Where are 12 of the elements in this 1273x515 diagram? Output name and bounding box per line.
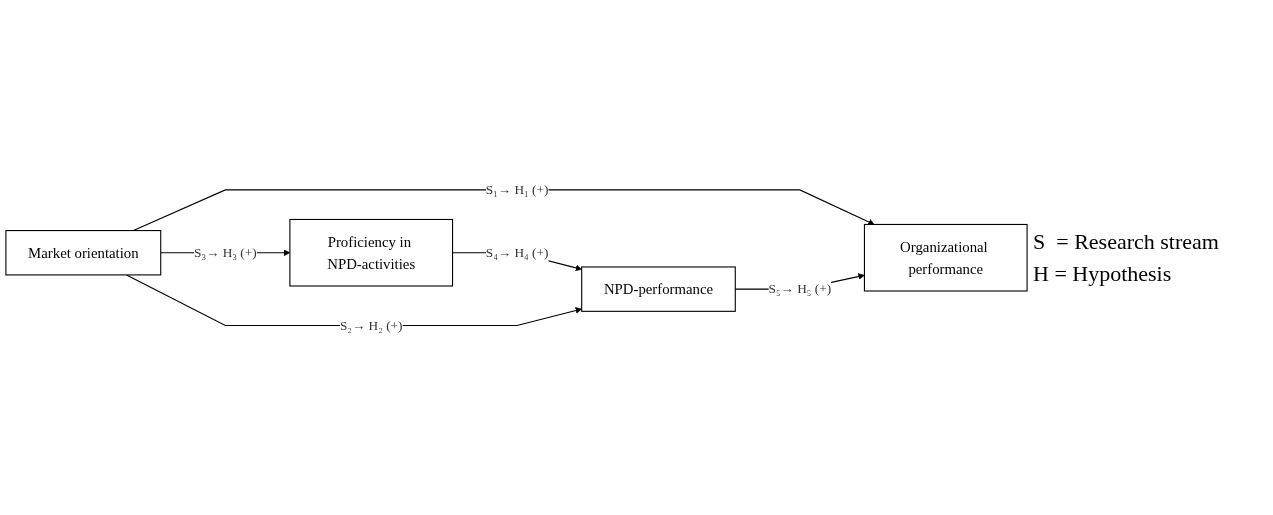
node-box: Proficiency in NPD-activities (289, 218, 454, 287)
legend-note: S = Research stream (1033, 228, 1220, 255)
legend-note: H = Hypothesis (1033, 260, 1173, 287)
node-box: NPD-performance (581, 266, 736, 312)
edge-label: S₄→ H₄ (+) (485, 244, 549, 260)
node-box: Market orientation (5, 229, 162, 276)
edge-label: S₂→ H₂ (+) (339, 317, 403, 333)
node-box: Organizational performance (863, 223, 1028, 292)
edge-label: S₃→ H₃ (+) (194, 244, 257, 260)
arrow (132, 189, 875, 231)
edge-label: S₅→ H₅ (+) (768, 281, 832, 296)
edge-label: S₁→ H₁ (+) (485, 181, 549, 197)
